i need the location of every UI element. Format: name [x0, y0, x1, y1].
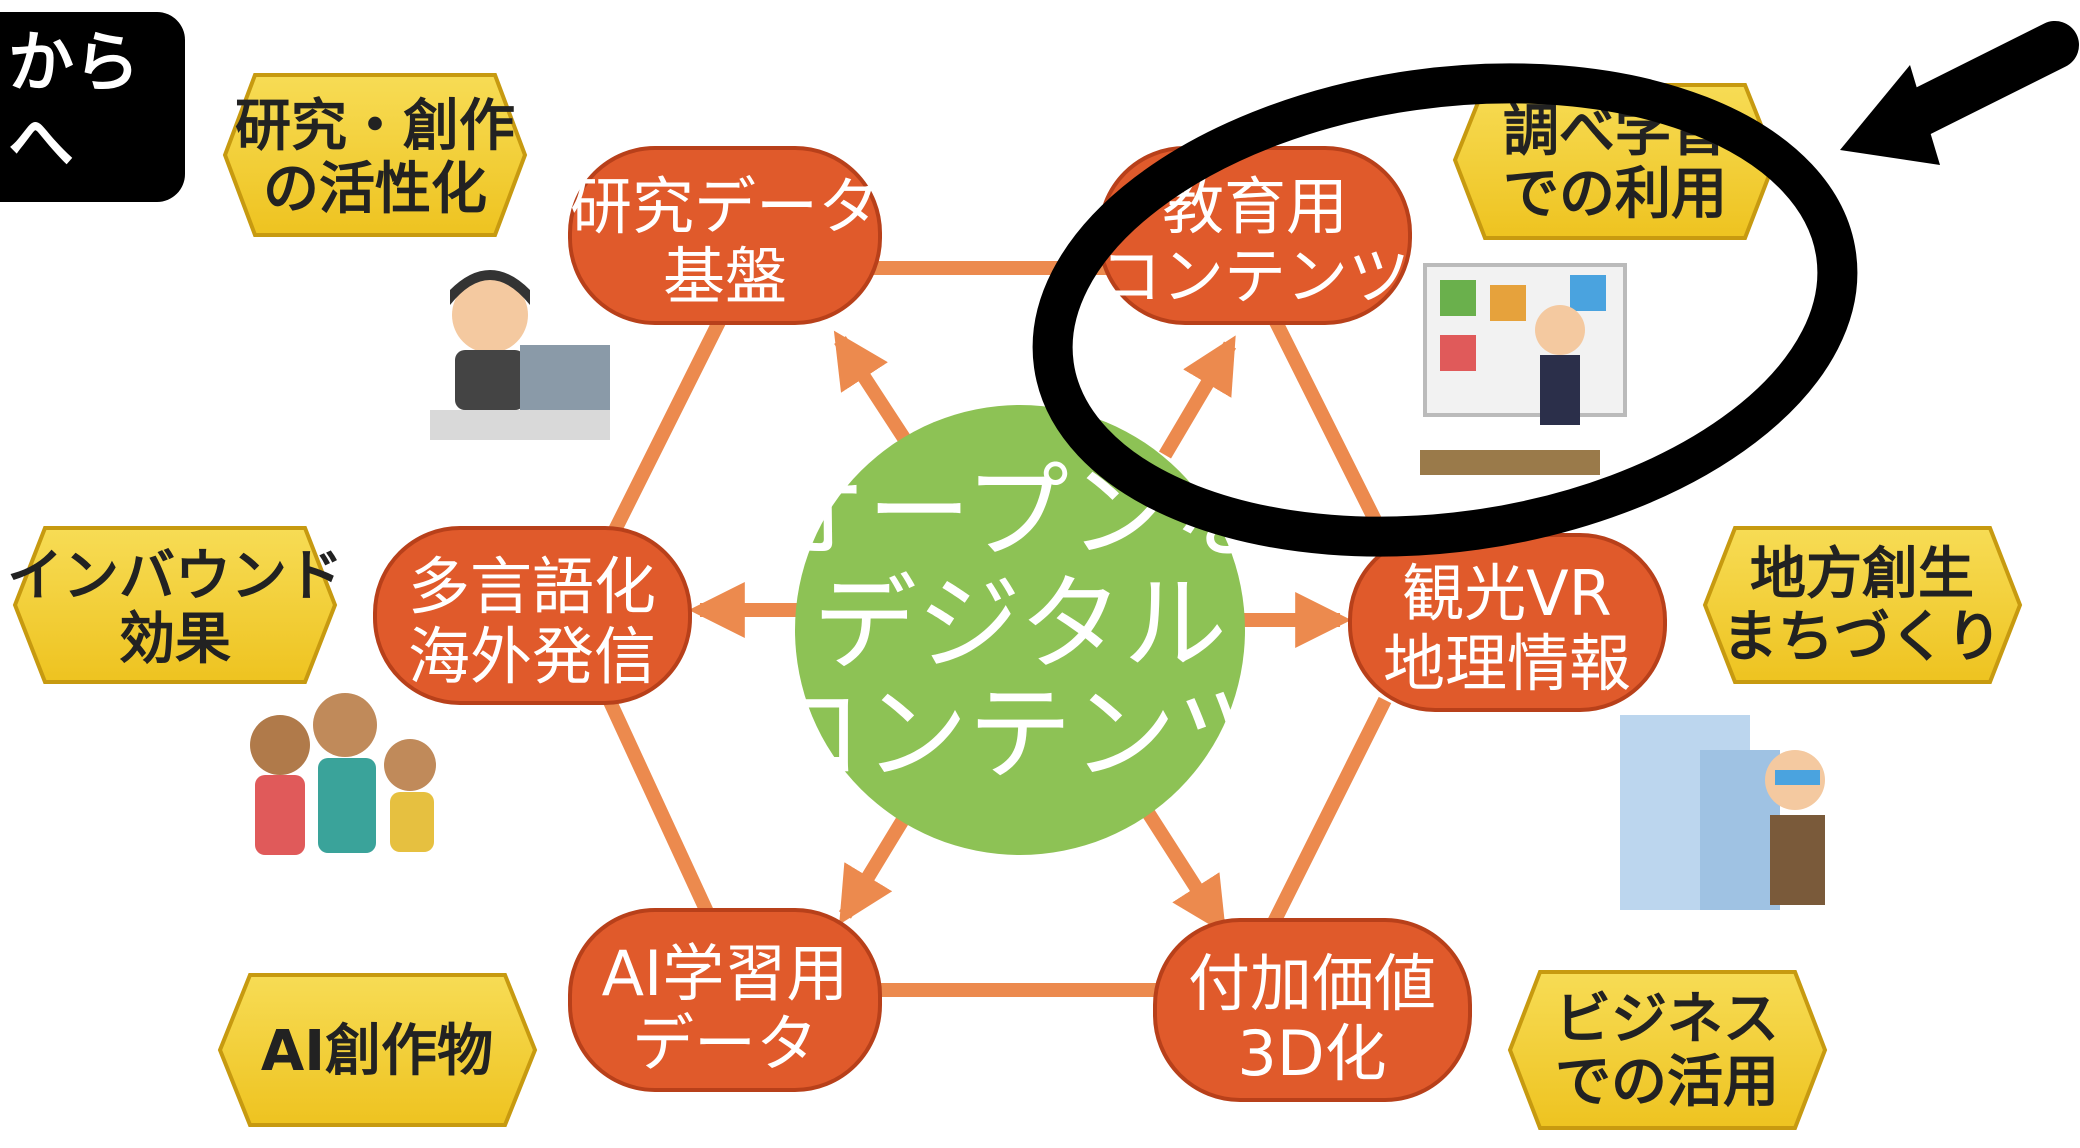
highlight-arrow-shaft	[1881, 21, 2079, 144]
node-ai-learning-line-1: AI学習用	[602, 937, 849, 1010]
connector-upper-left	[593, 296, 737, 564]
node-tourism: 観光VR 地理情報	[1348, 533, 1667, 712]
node-research-data-line-1: 研究データ	[570, 170, 880, 243]
connector-lower-right	[1263, 696, 1392, 934]
tag-regional-line-1: 地方創生	[1750, 542, 1974, 607]
tag-research-creation-line-1: 研究・創作	[235, 94, 515, 159]
corner-label: から へ	[0, 12, 185, 202]
node-research-data-line-2: 基盤	[663, 240, 787, 313]
teacher-board-illustration	[1420, 263, 1627, 475]
node-multilingual: 多言語化 海外発信	[373, 526, 692, 705]
node-added-value: 付加価値 3D化	[1153, 918, 1472, 1102]
corner-label-line-2: へ	[8, 104, 74, 181]
tag-inbound: インバウンド 効果	[7, 526, 343, 684]
tag-ai-works: AI創作物	[217, 973, 538, 1127]
connector-upper-right	[1258, 296, 1392, 544]
node-multilingual-line-2: 海外発信	[408, 620, 656, 693]
highlight-annotation	[1032, 21, 2079, 557]
vr-city-illustration	[1620, 715, 1825, 910]
tag-research-creation-line-2: の活性化	[263, 157, 487, 222]
center-line-2: デジタル	[813, 563, 1227, 685]
hexagon-connectors	[593, 261, 1392, 997]
tag-study-use: 調べ学習 での利用	[1452, 83, 1778, 240]
tag-inbound-line-1: インバウンド	[7, 544, 343, 609]
node-research-data: 研究データ 基盤	[568, 146, 882, 325]
node-tourism-line-1: 観光VR	[1402, 557, 1612, 630]
node-ai-learning-line-2: データ	[632, 1007, 818, 1080]
connector-lower-left	[593, 677, 727, 943]
arrow-to-education	[1158, 335, 1237, 459]
center-circle	[795, 405, 1245, 855]
tag-business-line-1: ビジネス	[1555, 987, 1779, 1052]
arrow-to-added-value	[1134, 796, 1227, 935]
tag-ai-works-line-1: AI創作物	[261, 1019, 493, 1084]
highlight-ellipse	[1032, 63, 1858, 557]
tag-inbound-line-2: 効果	[119, 607, 231, 672]
node-added-value-line-1: 付加価値	[1188, 947, 1436, 1020]
node-ai-learning: AI学習用 データ	[568, 908, 882, 1092]
node-tourism-line-2: 地理情報	[1383, 627, 1631, 700]
tag-research-creation: 研究・創作 の活性化	[222, 73, 528, 237]
tag-study-use-line-2: での利用	[1503, 162, 1727, 227]
center-node: オープンな デジタル コンテンツ	[760, 405, 1280, 855]
node-added-value-line-2: 3D化	[1237, 1017, 1386, 1090]
node-multilingual-line-1: 多言語化	[408, 550, 656, 623]
family-illustration	[250, 693, 436, 855]
tag-regional: 地方創生 まちづくり	[1702, 526, 2023, 684]
tag-regional-line-2: まちづくり	[1722, 605, 2002, 670]
arrow-to-research-data	[833, 330, 921, 459]
center-line-3: コンテンツ	[760, 673, 1280, 795]
tag-business: ビジネス での活用	[1507, 970, 1828, 1130]
tag-business-line-2: での活用	[1555, 1050, 1779, 1115]
highlight-arrow-head	[1840, 65, 1940, 165]
corner-label-line-1: から	[8, 24, 140, 101]
woman-laptop-illustration	[430, 270, 610, 440]
node-education-line-2: コンテンツ	[1100, 240, 1410, 313]
